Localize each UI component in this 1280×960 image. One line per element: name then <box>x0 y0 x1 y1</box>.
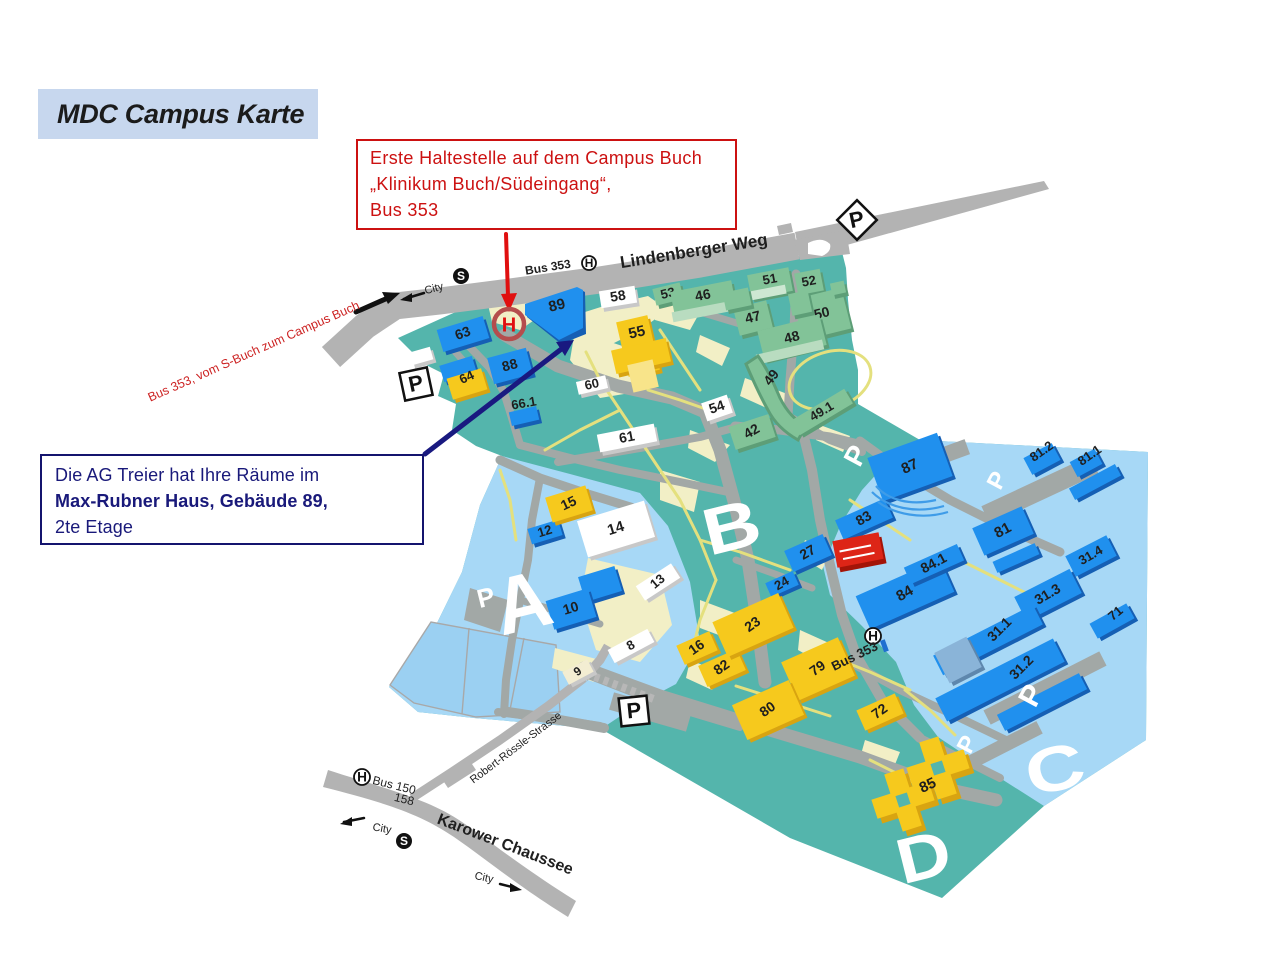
svg-text:89: 89 <box>547 295 567 316</box>
svg-text:27: 27 <box>797 541 819 563</box>
svg-text:42: 42 <box>741 420 763 442</box>
svg-text:84: 84 <box>893 582 917 605</box>
svg-text:52: 52 <box>800 272 817 289</box>
svg-text:P: P <box>406 370 425 397</box>
svg-text:85: 85 <box>917 774 939 796</box>
svg-text:54: 54 <box>707 397 727 417</box>
svg-text:64: 64 <box>457 367 477 387</box>
svg-text:60: 60 <box>583 375 600 393</box>
svg-text:H: H <box>357 770 367 785</box>
svg-text:48: 48 <box>782 327 801 346</box>
svg-text:14: 14 <box>605 518 627 539</box>
svg-text:55: 55 <box>627 322 647 342</box>
svg-text:City: City <box>372 821 393 836</box>
svg-text:66.1: 66.1 <box>510 393 538 412</box>
svg-text:City: City <box>423 281 445 298</box>
svg-text:83: 83 <box>853 507 875 529</box>
svg-text:P: P <box>625 697 642 723</box>
svg-text:City: City <box>474 870 496 886</box>
svg-text:15: 15 <box>558 492 579 513</box>
svg-text:63: 63 <box>453 323 473 343</box>
svg-text:10: 10 <box>561 598 581 618</box>
svg-text:51: 51 <box>761 270 778 287</box>
svg-text:81: 81 <box>991 519 1014 542</box>
svg-text:47: 47 <box>743 307 762 326</box>
svg-text:H: H <box>502 314 516 336</box>
svg-text:61: 61 <box>618 427 637 446</box>
svg-text:88: 88 <box>500 355 519 375</box>
svg-text:158: 158 <box>393 790 416 809</box>
svg-text:12: 12 <box>536 522 554 541</box>
svg-text:46: 46 <box>694 285 713 304</box>
svg-text:87: 87 <box>899 455 921 477</box>
svg-text:H: H <box>585 256 594 270</box>
svg-text:58: 58 <box>609 287 627 305</box>
svg-text:S: S <box>457 269 465 283</box>
svg-text:P: P <box>847 206 867 234</box>
svg-text:H: H <box>868 629 878 644</box>
svg-text:S: S <box>400 834 408 848</box>
